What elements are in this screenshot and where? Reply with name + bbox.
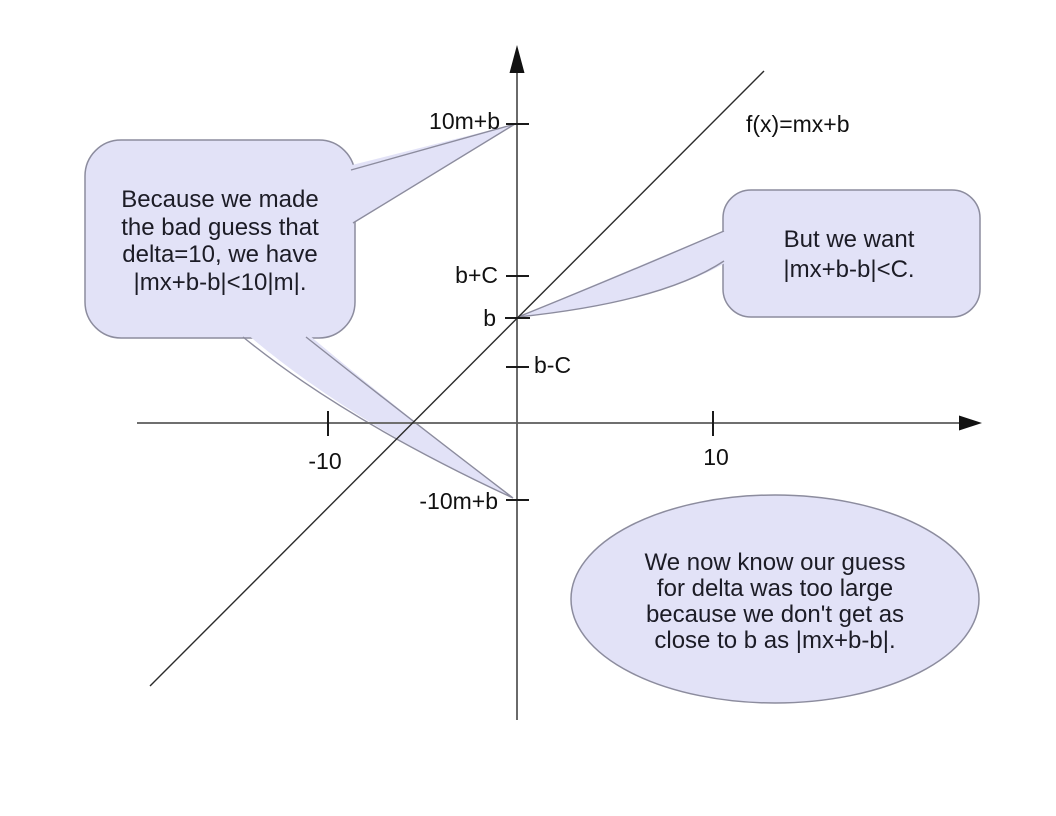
bad-guess-line-2: the bad guess that — [121, 213, 319, 241]
y-label-b-minus-c: b-C — [534, 352, 572, 378]
conclusion-line-1: We now know our guess — [644, 549, 906, 576]
y-label-10m-plus-b: 10m+b — [429, 108, 500, 134]
y-label-neg-10m-plus-b: -10m+b — [419, 488, 498, 514]
conclusion-text: We now know our guess for delta was too … — [585, 550, 965, 654]
conclusion-line-2: for delta was too large — [656, 575, 894, 602]
bubble-tail-to-neg10mb-edge — [242, 336, 514, 499]
function-line — [149, 70, 765, 687]
conclusion-line-4: close to b as |mx+b-b|. — [654, 627, 896, 654]
conclusion-line-3: because we don't get as — [645, 601, 905, 628]
y-label-b: b — [483, 305, 496, 331]
want-line-2: |mx+b-b|<C. — [783, 256, 915, 283]
x-label-neg-10: -10 — [308, 448, 342, 474]
speech-bubble-bad-guess — [84, 139, 356, 339]
bad-guess-line-4: |mx+b-b|<10|m|. — [133, 268, 307, 296]
y-label-b-plus-c: b+C — [455, 262, 498, 288]
bad-guess-line-1: Because we made — [121, 186, 319, 213]
bubble-tail-to-neg10mb — [240, 328, 513, 498]
ellipse-bubble-conclusion — [570, 494, 980, 704]
x-label-10: 10 — [703, 444, 729, 470]
want-text: But we want |mx+b-b|<C. — [738, 225, 960, 285]
bad-guess-line-3: delta=10, we have — [122, 241, 318, 268]
y-axis-arrowhead-icon — [509, 45, 525, 73]
bad-guess-text: Because we made the bad guess that delta… — [95, 186, 345, 296]
want-line-1: But we want — [783, 226, 915, 253]
callout-want — [517, 189, 981, 318]
callout-bad-guess — [84, 123, 516, 499]
x-axis-arrowhead-icon — [959, 415, 982, 431]
function-label: f(x)=mx+b — [746, 111, 850, 137]
